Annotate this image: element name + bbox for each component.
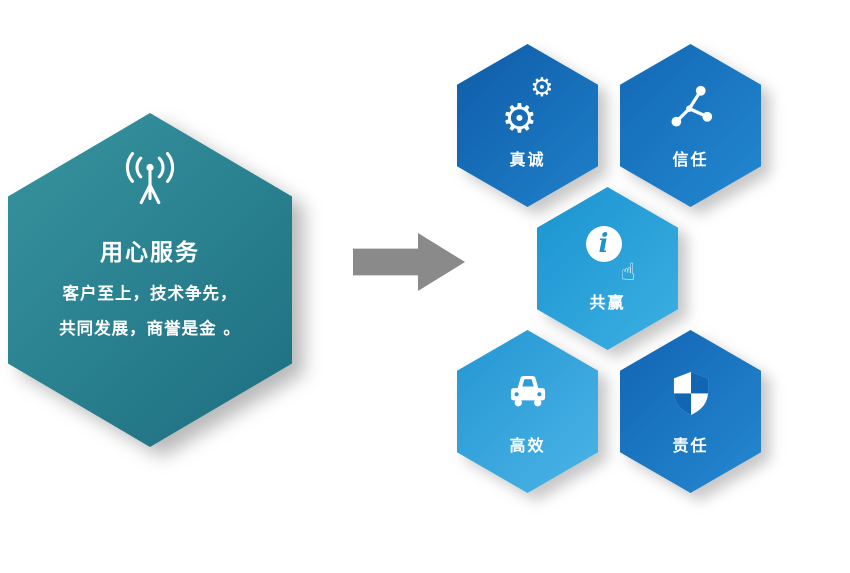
hexagon-efficiency-body: 高效 <box>457 330 598 493</box>
car-icon <box>500 367 556 419</box>
share-network-icon <box>663 81 719 133</box>
hand-pointer-icon: ☝ <box>620 258 636 286</box>
service-title: 用心服务 <box>100 240 200 266</box>
hexagon-trust: 信任 <box>620 44 761 207</box>
hexagon-sincerity-body: ⚙ ⚙ 真诚 <box>457 44 598 207</box>
hexagon-label: 高效 <box>509 436 546 455</box>
hexagon-winwin: i ☝ 共赢 <box>537 187 678 350</box>
hexagon-winwin-body: i ☝ 共赢 <box>537 187 678 350</box>
service-hexagon: 用心服务 客户至上，技术争先， 共同发展，商誉是金 。 <box>8 113 292 447</box>
shield-check-icon <box>663 367 719 419</box>
gears-icon: ⚙ ⚙ <box>501 73 554 142</box>
hexagon-responsibility-body: 责任 <box>620 330 761 493</box>
hexagon-efficiency: 高效 <box>457 330 598 493</box>
service-slogan-line1: 客户至上，技术争先， <box>62 284 238 303</box>
hexagon-label: 真诚 <box>509 150 546 169</box>
hexagon-label: 责任 <box>672 436 709 455</box>
broadcast-icon <box>125 152 175 205</box>
hexagon-responsibility: 责任 <box>620 330 761 493</box>
hexagon-label: 共赢 <box>589 293 626 312</box>
service-hexagon-body: 用心服务 客户至上，技术争先， 共同发展，商誉是金 。 <box>8 113 292 447</box>
hexagon-trust-body: 信任 <box>620 44 761 207</box>
service-slogan-line2: 共同发展，商誉是金 。 <box>59 318 241 338</box>
hexagon-sincerity: ⚙ ⚙ 真诚 <box>457 44 598 207</box>
hexagon-label: 信任 <box>672 150 709 169</box>
info-click-icon: i ☝ <box>580 224 636 284</box>
arrow-right-icon <box>353 233 465 291</box>
